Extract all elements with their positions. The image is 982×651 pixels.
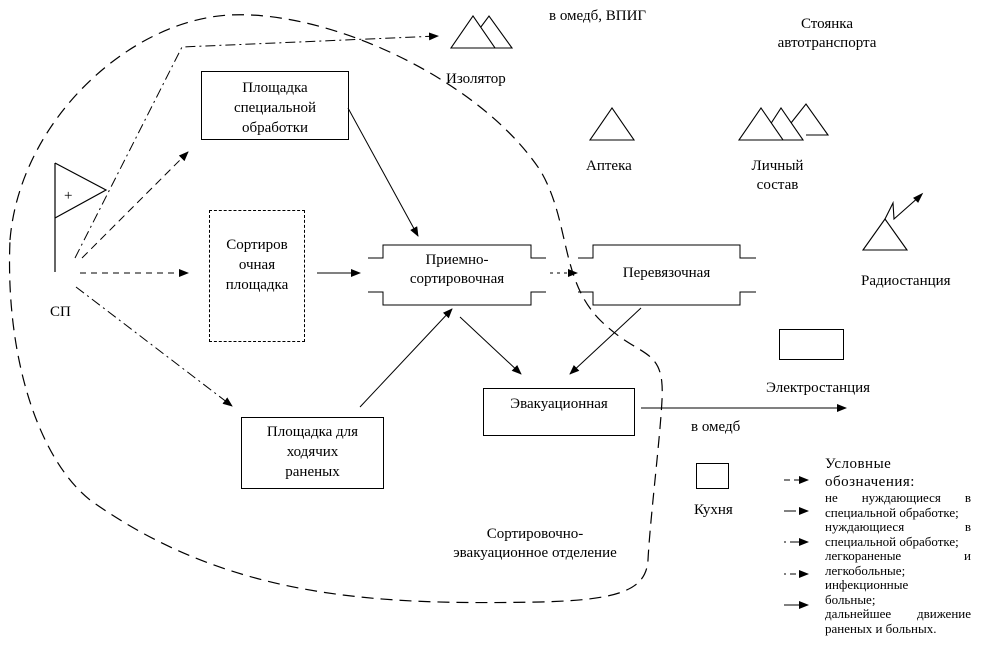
legend-item-dash-dot: легкораненые и легкобольные; (825, 548, 971, 578)
radio-station-label: Радиостанция (861, 273, 951, 289)
power-station-label: Электростанция (766, 380, 871, 396)
walking-wounded-label-1: Площадка для (266, 424, 359, 440)
sorting-area-box: Сортиров очная площадка (209, 210, 305, 342)
tent-icon (588, 107, 636, 141)
legend-item-dash-dot-dot: инфекционные больные; (825, 577, 971, 607)
legend-title-2: обозначения: (825, 474, 915, 490)
arrow-walking-to-reception (359, 308, 453, 408)
reception-sorting-shape (368, 244, 546, 306)
arrow-special-to-reception (347, 107, 419, 237)
kitchen-icon (696, 463, 729, 489)
legend-item-text: легкораненые и (825, 548, 971, 563)
sorting-area-label-2: очная (238, 257, 276, 273)
legend-item-text: нуждающиеся в (825, 519, 971, 534)
legend-item-text: специальной обработке; (825, 504, 959, 520)
reception-sorting-label-1: Приемно- (425, 252, 489, 268)
walking-wounded-label-2: ходячих (286, 444, 339, 460)
sorting-area-label-3: площадка (225, 277, 289, 293)
flag-icon (54, 162, 108, 272)
special-treatment-label-2: специальной (233, 100, 317, 116)
legend-item-solid: дальнейшее движение раненых и больных. (825, 606, 971, 636)
walking-wounded-box: Площадка для ходячих раненых (241, 417, 384, 489)
sp-cross-marker: + (64, 188, 73, 204)
legend-title-1: Условные (825, 456, 892, 472)
sorting-area-label-1: Сортиров (226, 237, 288, 253)
dressing-shape (578, 244, 756, 306)
personnel-label-1: Личный (751, 158, 804, 174)
destination-omedb: в омедб (691, 419, 741, 435)
arrow-sp-to-walking-wounded (75, 286, 233, 407)
double-tent-icon (449, 15, 514, 49)
dressing-label: Перевязочная (622, 265, 711, 281)
destination-omedb-vpig: в омедб, ВПИГ (549, 8, 647, 24)
special-treatment-box: Площадка специальной обработки (201, 71, 349, 140)
arrow-dressing-to-evacuation (569, 307, 642, 375)
reception-sorting-label-2: сортировочная (409, 271, 505, 287)
personnel-label: Личный состав (740, 157, 815, 195)
legend-item-dashed: не нуждающиеся в специальной обработке; (825, 490, 971, 520)
legend-item-long-dash: нуждающиеся в специальной обработке; (825, 519, 971, 549)
department-label-2: эвакуационное отделение (453, 545, 617, 561)
radio-antenna-icon (861, 192, 924, 251)
power-station-icon (779, 329, 844, 360)
isolator-label: Изолятор (446, 71, 506, 87)
walking-wounded-label-3: раненых (285, 464, 340, 480)
special-treatment-label-1: Площадка (242, 80, 308, 96)
department-boundary (8, 14, 663, 604)
legend-item-text: легкобольные; (825, 562, 906, 578)
triple-tent-icon (737, 103, 830, 141)
department-label-1: Сортировочно- (486, 526, 584, 542)
special-treatment-label-3: обработки (241, 120, 309, 136)
legend-item-text: раненых и больных. (825, 620, 937, 636)
parking-label: Стоянка автотранспорта (757, 15, 897, 53)
legend-item-text: не нуждающиеся в (825, 490, 971, 505)
legend-item-text: инфекционные (825, 577, 909, 592)
legend-item-text: больные; (825, 591, 876, 607)
arrow-sp-to-isolator (74, 32, 439, 259)
parking-label-2: автотранспорта (777, 35, 877, 51)
evacuation-label: Эвакуационная (510, 396, 608, 412)
personnel-label-2: состав (756, 177, 799, 193)
legend: Условные обозначения: не нуждающиеся в с… (825, 455, 971, 636)
legend-item-text: специальной обработке; (825, 533, 959, 549)
parking-label-1: Стоянка (800, 16, 854, 32)
department-label: Сортировочно- эвакуационное отделение (425, 525, 645, 563)
kitchen-label: Кухня (694, 502, 733, 518)
arrow-reception-to-evacuation (459, 316, 522, 375)
legend-item-text: дальнейшее движение (825, 606, 971, 621)
reception-sorting-label: Приемно- сортировочная (383, 251, 531, 289)
pharmacy-label: Аптека (586, 158, 632, 174)
arrow-sp-to-special-treatment (81, 151, 189, 259)
sp-label: СП (50, 304, 71, 320)
evacuation-box: Эвакуационная (483, 388, 635, 436)
